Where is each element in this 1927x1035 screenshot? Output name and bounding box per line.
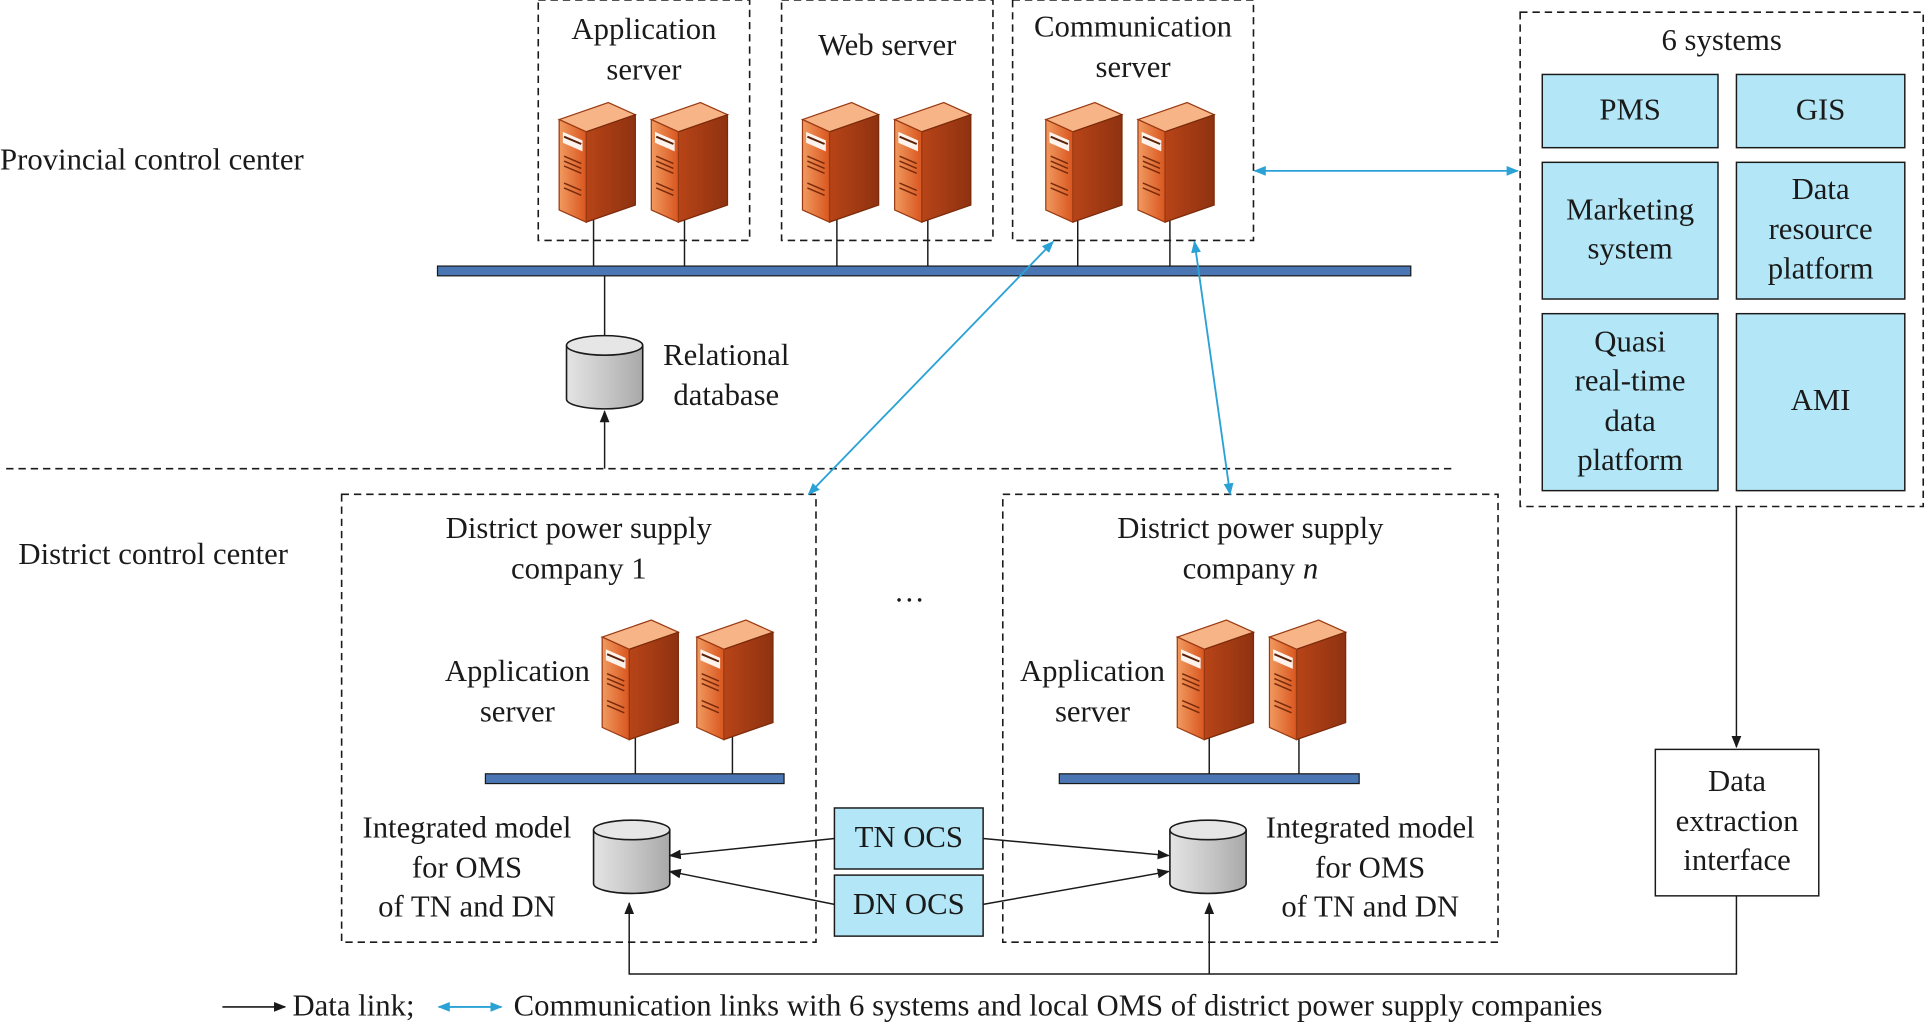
system-label-data-resource: Data resource platform <box>1767 173 1874 286</box>
data-link <box>668 868 835 906</box>
relational-database-label: Relational database <box>663 339 790 412</box>
server-icon <box>1268 619 1347 741</box>
dn-ocs-box <box>833 874 984 937</box>
system-box-ami <box>1735 312 1906 492</box>
system-label-gis: GIS <box>1795 93 1846 127</box>
provincial-region-label: Provincial control center <box>0 144 304 177</box>
web-server-label: Web server <box>818 29 957 63</box>
district-app-server-label-1: Application server <box>444 655 590 729</box>
system-box-quasi-realtime <box>1541 312 1719 492</box>
server-icon <box>1176 619 1255 741</box>
integrated-model-db-icon-n <box>1169 819 1247 895</box>
tn-ocs-label: TN OCS <box>854 821 963 855</box>
data-link <box>982 868 1170 906</box>
dn-ocs-label: DN OCS <box>852 888 965 922</box>
legend-data-link-label: Data link; <box>292 989 415 1023</box>
district-bus-1 <box>484 773 785 785</box>
company-1-title: District power supply company 1 <box>445 512 712 586</box>
comm-server-label: Communication server <box>1034 10 1233 84</box>
integrated-model-label-1: Integrated model for OMS of TN and DN <box>362 811 572 924</box>
server-icon <box>558 101 637 224</box>
comm-link-company-1 <box>807 240 1055 496</box>
company-n-title-line2: company n <box>1003 550 1498 590</box>
system-box-pms <box>1541 73 1719 149</box>
company-n-title-italic: n <box>1302 552 1319 586</box>
relational-database-icon <box>565 334 644 410</box>
app-server-label: Application server <box>571 13 717 87</box>
system-box-marketing <box>1541 161 1719 300</box>
company-n-title-line1: District power supply <box>1117 512 1384 546</box>
comm-server-group-box <box>1011 0 1255 242</box>
integrated-model-label-n: Integrated model for OMS of TN and DN <box>1265 811 1475 924</box>
data-extraction-interface-label: Data extraction interface <box>1675 765 1799 878</box>
system-label-quasi-realtime: Quasi real-time data platform <box>1574 325 1686 478</box>
server-icon <box>601 619 680 741</box>
company-n-title-prefix: company <box>1182 552 1303 586</box>
company-1-box <box>340 493 817 944</box>
company-n-box <box>1001 493 1499 944</box>
server-icon <box>695 619 774 741</box>
district-app-server-label-n: Application server <box>1019 655 1166 729</box>
web-server-group-box <box>780 0 994 242</box>
six-systems-box <box>1519 11 1925 508</box>
district-bus-n <box>1058 773 1360 785</box>
integrated-model-db-icon-1 <box>592 819 671 895</box>
app-server-group-box <box>537 0 751 242</box>
server-icon <box>1044 101 1123 224</box>
server-icon <box>650 101 729 224</box>
system-label-pms: PMS <box>1599 93 1661 127</box>
server-icon <box>801 101 880 224</box>
system-label-ami: AMI <box>1790 384 1851 418</box>
legend-comm-link-label: Communication links with 6 systems and l… <box>513 989 1603 1023</box>
data-extraction-interface-box <box>1654 748 1820 897</box>
system-box-data-resource <box>1735 161 1906 300</box>
tn-ocs-box <box>833 807 984 870</box>
company-n-title: District power supply company n <box>1003 510 1498 589</box>
district-region-label: District control center <box>18 538 289 572</box>
system-box-gis <box>1735 73 1906 149</box>
data-link <box>983 837 1170 860</box>
six-systems-title: 6 systems <box>1661 24 1782 58</box>
server-icon <box>893 101 972 224</box>
comm-link-company-n <box>1191 240 1234 496</box>
ellipsis: … <box>894 576 925 610</box>
system-label-marketing: Marketing system <box>1566 193 1695 267</box>
provincial-bus <box>436 265 1412 277</box>
data-link <box>668 837 835 860</box>
extraction-feedback-path <box>624 895 1738 975</box>
server-icon <box>1136 101 1216 224</box>
